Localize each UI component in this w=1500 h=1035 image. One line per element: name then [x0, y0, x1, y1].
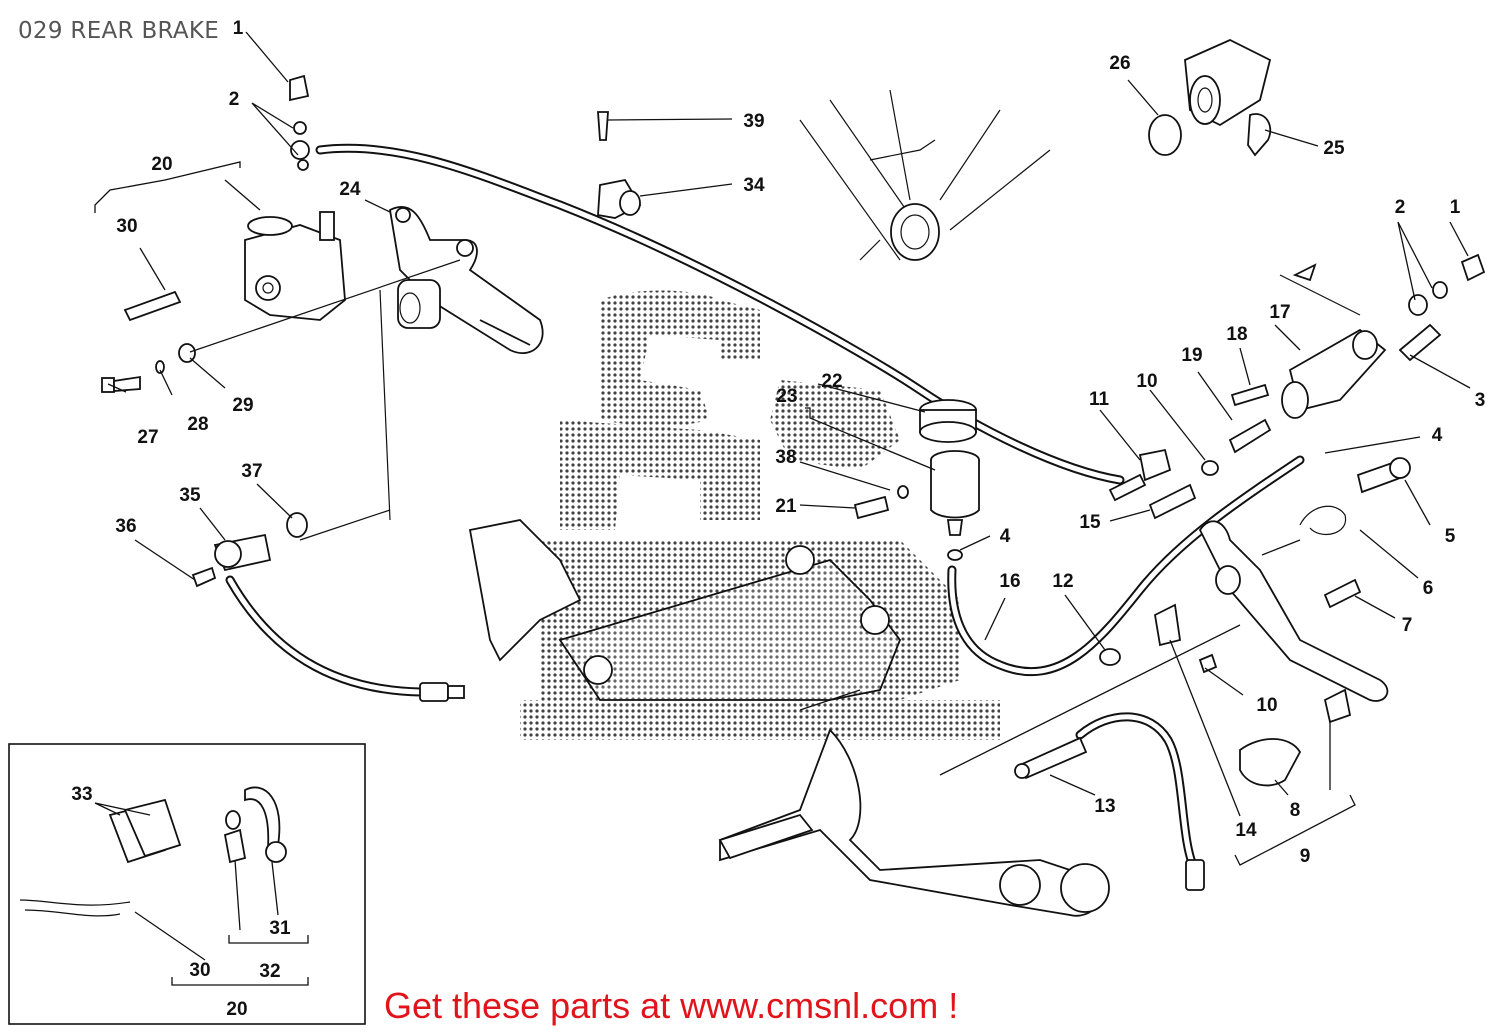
- callout-36: 36: [115, 516, 136, 537]
- inset-spares-box: 33 31 30 32 20: [8, 743, 366, 1025]
- callout-22: 22: [821, 371, 842, 392]
- callout-2: 2: [229, 89, 240, 110]
- caliper-bracket: [389, 205, 544, 355]
- callout-8: 8: [1290, 800, 1301, 821]
- master-cylinder-right: [1228, 253, 1486, 454]
- callout-26: 26: [1109, 53, 1130, 74]
- caliper-bolts: [101, 259, 461, 541]
- promo-link[interactable]: Get these parts at www.cmsnl.com !: [384, 985, 959, 1026]
- callout-38: 38: [775, 447, 796, 468]
- callout-29: 29: [232, 395, 253, 416]
- callout-25: 25: [1323, 138, 1345, 159]
- callout-23: 23: [776, 386, 797, 407]
- brake-caliper: [123, 74, 346, 322]
- callout-37: 37: [241, 461, 262, 482]
- sensor-cable-left: [225, 575, 465, 702]
- callout-15: 15: [1079, 512, 1101, 533]
- brake-pedal: [1099, 457, 1411, 787]
- callout-16: 16: [999, 571, 1020, 592]
- callout-27: 27: [137, 427, 158, 448]
- callout-31: 31: [269, 918, 291, 939]
- callout-2b: 2: [1395, 197, 1406, 218]
- callout-1b: 1: [1450, 197, 1461, 218]
- callout-21: 21: [775, 496, 797, 517]
- callout-30b: 30: [189, 960, 210, 981]
- callout-35: 35: [179, 485, 201, 506]
- callout-13: 13: [1094, 796, 1115, 817]
- callout-30: 30: [116, 216, 137, 237]
- callout-1: 1: [233, 18, 244, 39]
- callout-9: 9: [1300, 846, 1311, 867]
- frame-outline: [799, 89, 1051, 261]
- footrest-plate: [468, 519, 1110, 917]
- callout-14: 14: [1235, 820, 1257, 841]
- callout-3: 3: [1475, 390, 1486, 411]
- callout-17: 17: [1269, 302, 1290, 323]
- callout-10: 10: [1136, 371, 1157, 392]
- leader-lines: [94, 31, 1471, 866]
- callout-5: 5: [1445, 526, 1456, 547]
- watermark-logo: [520, 290, 1000, 740]
- callout-20b: 20: [226, 999, 247, 1020]
- callout-4: 4: [1432, 425, 1443, 446]
- callout-24: 24: [339, 179, 361, 200]
- callout-32: 32: [259, 961, 280, 982]
- callout-11: 11: [1089, 389, 1110, 410]
- callout-33: 33: [71, 784, 92, 805]
- callout-10b: 10: [1256, 695, 1277, 716]
- callout-20: 20: [151, 154, 172, 175]
- pushrod-parts: [1108, 448, 1219, 520]
- abs-sensor-left: [191, 512, 308, 588]
- callout-28: 28: [187, 414, 208, 435]
- callout-7: 7: [1402, 615, 1413, 636]
- callout-12: 12: [1052, 571, 1073, 592]
- brake-reservoir: [853, 399, 980, 561]
- callout-4b: 4: [1000, 526, 1011, 547]
- master-cylinder-upper: [1148, 39, 1272, 157]
- fitting-34-39: [597, 111, 642, 219]
- brake-hose-upper: [315, 143, 1125, 485]
- callout-39: 39: [743, 111, 764, 132]
- reservoir-hose: [947, 455, 1305, 676]
- sensor-cable-right: [1014, 712, 1205, 891]
- callout-6: 6: [1423, 578, 1434, 599]
- callout-19: 19: [1181, 345, 1202, 366]
- callout-labels: 1 2 20 30 24 27 28 29 39 34 26 25 2 1 3 …: [115, 18, 1485, 867]
- callout-34: 34: [743, 175, 765, 196]
- callout-18: 18: [1226, 324, 1247, 345]
- diagram-title: 029 REAR BRAKE: [18, 18, 220, 44]
